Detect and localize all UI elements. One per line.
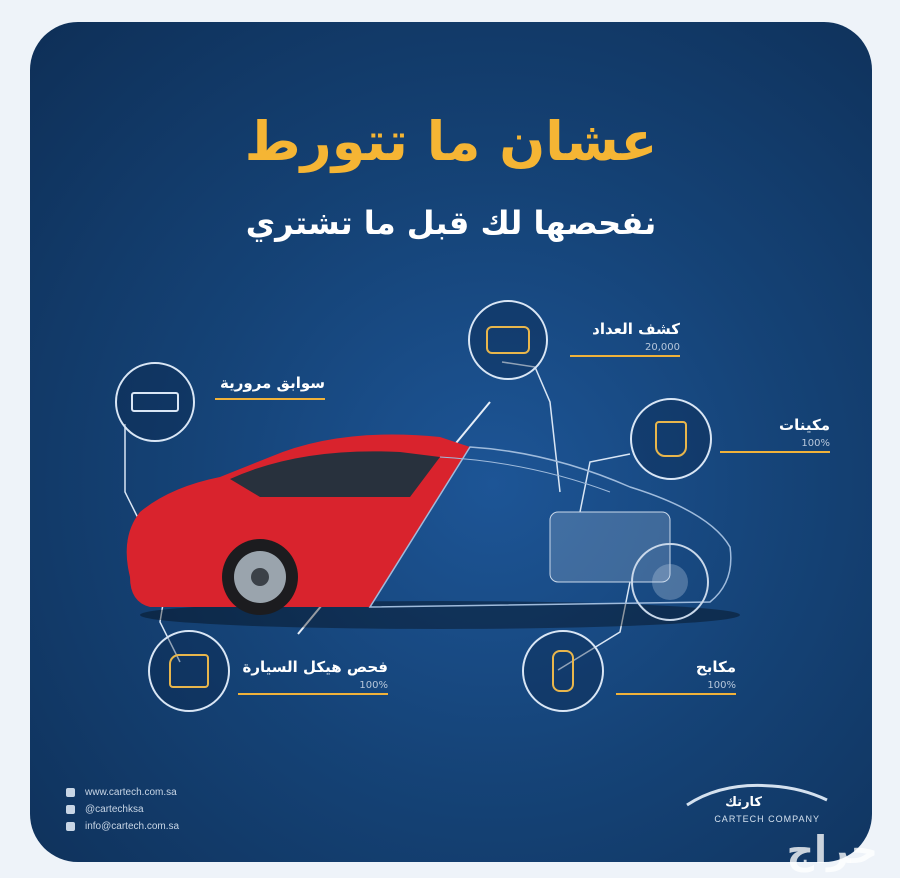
body-label: فحص هيكل السيارة [242,658,388,676]
suspension-stat: 100% [616,680,736,695]
license-plate-icon [131,392,179,412]
contact-email-text: info@cartech.com.sa [85,821,180,832]
brand-name-ar: كارتك [725,795,762,810]
mail-icon [66,822,75,831]
hybrid-circle [115,362,195,442]
page-subtitle: نفحصها لك قبل ما تشتري [245,204,657,242]
contact-list: www.cartech.com.sa @cartechksa info@cart… [66,784,179,835]
car-door-icon [169,654,209,688]
contact-website-text: www.cartech.com.sa [85,787,177,798]
infographic-card: عشان ما تتورط نفحصها لك قبل ما تشتري [30,22,872,862]
odometer-callout: كشف العداد 20,000 [570,320,680,357]
odometer-icon [486,326,530,354]
engine-callout: مكينات 100% [720,416,830,453]
twitter-icon [66,805,75,814]
hybrid-stat [215,396,325,400]
body-circle [148,630,230,712]
contact-website[interactable]: www.cartech.com.sa [66,784,179,801]
contact-twitter[interactable]: @cartechksa [66,801,179,818]
globe-icon [66,788,75,797]
odometer-label: كشف العداد [592,320,680,338]
suspension-callout: مكابح 100% [616,658,736,695]
body-stat: 100% [238,680,388,695]
body-callout: فحص هيكل السيارة 100% [238,658,388,695]
contact-twitter-text: @cartechksa [85,804,144,815]
contact-email[interactable]: info@cartech.com.sa [66,818,179,835]
engine-stat: 100% [720,438,830,453]
odometer-circle [468,300,548,380]
watermark: حراج [786,828,878,872]
engine-label: مكينات [779,416,830,434]
brand-name-en: CARTECH COMPANY [714,814,820,824]
hybrid-label: سوابق مرورية [220,374,325,392]
odometer-stat: 20,000 [570,342,680,357]
engine-icon [655,421,687,457]
engine-circle [630,398,712,480]
car-illustration [126,434,740,629]
shock-absorber-icon [552,650,574,692]
suspension-label: مكابح [695,658,736,676]
suspension-circle [522,630,604,712]
hybrid-callout: سوابق مرورية [215,374,325,400]
brand-logo-icon [686,783,828,807]
page-title: عشان ما تتورط [244,110,658,173]
